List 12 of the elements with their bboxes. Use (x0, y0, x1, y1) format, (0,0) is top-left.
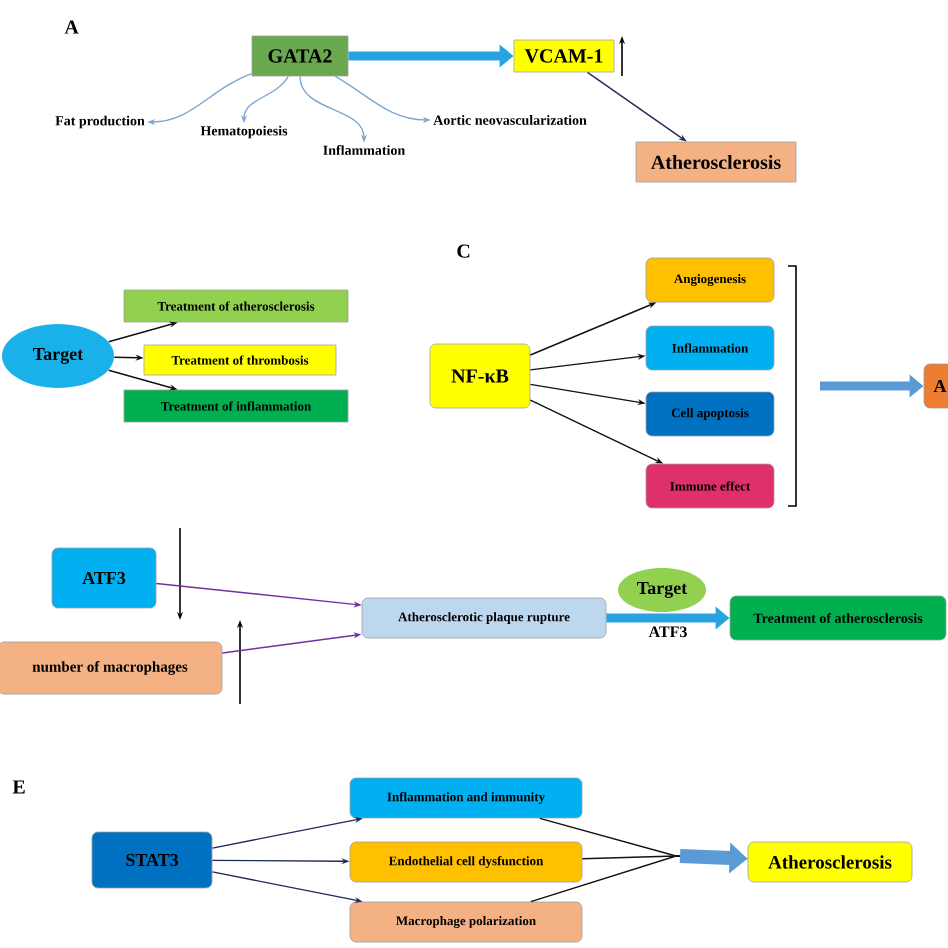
panel-letter: E (12, 780, 25, 794)
edge-label: ATF3 (646, 624, 690, 640)
gene-box: VCAM-1 (513, 39, 615, 73)
factor-box: NF-κB (429, 343, 531, 409)
panel-letter: A (64, 20, 79, 34)
outcome-box: A (923, 363, 948, 409)
outcome-box: Atherosclerosis (635, 141, 797, 183)
panel-letter: C (457, 244, 470, 258)
gene-box: GATA2 (251, 35, 349, 77)
factor-box: ATF3 (51, 547, 157, 609)
factor-box: STAT3 (91, 831, 213, 889)
outcome-box: Atherosclerosis (747, 841, 913, 883)
